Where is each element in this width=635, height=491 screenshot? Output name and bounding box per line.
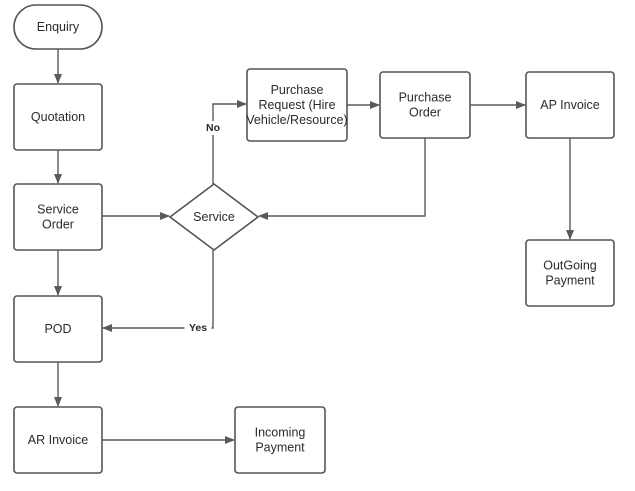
node-shape-process [379,71,471,139]
edge-label-background [203,121,223,135]
node-label-line: Payment [545,274,595,288]
node-shape-process [525,71,615,139]
node-enquiry: Enquiry [13,4,103,50]
node-ar-invoice: AR Invoice [13,406,103,474]
node-label-line: Service [193,210,235,224]
edge-label-background [184,321,212,335]
node-shape-process [525,239,615,307]
node-label-line: Incoming [255,426,306,440]
node-service: Service [168,183,260,251]
edge-label-no: No [203,121,223,135]
edges-layer [54,49,574,444]
node-label-line: Request (Hire [258,98,335,112]
node-label-line: Quotation [31,110,85,124]
node-shape-process [13,406,103,474]
node-label-line: Purchase [271,83,324,97]
edge-label-text: No [206,122,220,134]
edge-service-to-purchase-request [212,100,247,184]
node-label-line: AP Invoice [540,98,600,112]
node-ap-invoice: AP Invoice [525,71,615,139]
edge-purchase-order-to-service [258,138,426,220]
node-label-line: Order [409,106,441,120]
node-label-line: Enquiry [37,20,80,34]
node-label-line: Purchase [399,91,452,105]
node-label-line: Order [42,218,74,232]
node-shape-process [234,406,326,474]
node-shape-process [246,68,348,142]
node-label-line: Vehicle/Resource) [246,113,347,127]
node-label-line: Payment [255,441,305,455]
node-pod: POD [13,295,103,363]
node-label-line: OutGoing [543,259,597,273]
edge-label-yes: Yes [184,321,212,335]
node-shape-process [13,183,103,251]
node-shape-terminal [13,4,103,50]
node-label-line: Service [37,203,79,217]
node-label-line: AR Invoice [28,433,88,447]
edge-label-text: Yes [189,322,207,334]
node-shape-process [13,295,103,363]
edge-service-to-pod [102,250,214,332]
node-shape-process [13,83,103,151]
node-label-line: POD [44,322,71,336]
node-quotation: Quotation [13,83,103,151]
node-shape-decision [168,183,260,251]
